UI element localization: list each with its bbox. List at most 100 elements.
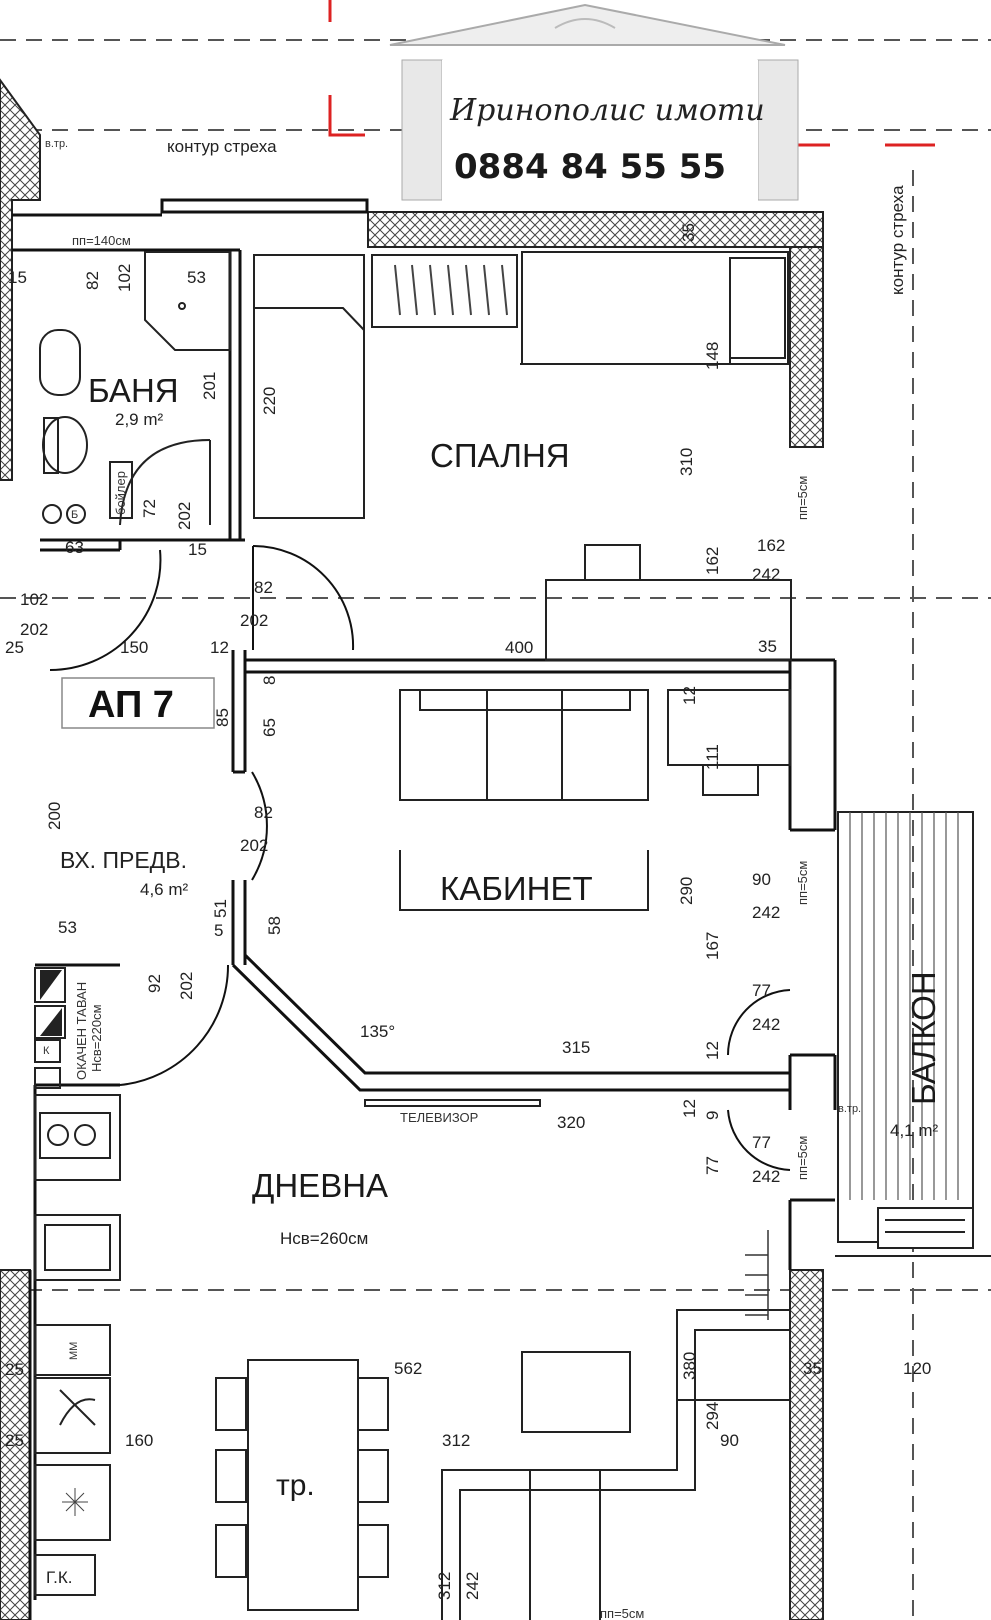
dimension: 310 xyxy=(677,448,696,476)
gas-boiler-label: Г.К. xyxy=(46,1568,72,1587)
room-bath: БАНЯ xyxy=(88,372,179,409)
dimension: 242 xyxy=(752,903,780,922)
dimension: 12 xyxy=(703,1041,722,1060)
dimension: 102 xyxy=(115,264,134,292)
dimension: 162 xyxy=(757,536,785,555)
dimension: 220 xyxy=(260,387,279,415)
sill-height-5-a: пп=5см xyxy=(795,476,810,520)
false-ceiling-height: Нсв=220см xyxy=(89,1004,104,1072)
tv-label: ТЕЛЕВИЗОР xyxy=(400,1110,478,1125)
dimension: 8 xyxy=(260,676,279,685)
dimension: 102 xyxy=(20,590,48,609)
dimension: 294 xyxy=(703,1402,722,1430)
dimension: 201 xyxy=(200,372,219,400)
room-entrance-area: 4,6 m² xyxy=(140,880,189,899)
kitchen-units xyxy=(34,967,121,1596)
dimension: 312 xyxy=(442,1431,470,1450)
apartment-tag: АП 7 xyxy=(61,677,215,729)
dimension: 242 xyxy=(752,565,780,584)
dimension: 63 xyxy=(65,538,84,557)
company-name: Иринополис имоти xyxy=(449,93,765,128)
dimension: 90 xyxy=(720,1431,739,1450)
company-phone: 0884 84 55 55 xyxy=(454,147,726,187)
dimension: 162 xyxy=(703,547,722,575)
dimension: 82 xyxy=(254,578,273,597)
dimension: 92 xyxy=(145,974,164,993)
dimension: 12 xyxy=(680,1099,699,1118)
roof-contour-label-right: контур стреха xyxy=(888,185,907,295)
sill-height-140: пп=140см xyxy=(72,233,131,248)
boiler-label: бойлер xyxy=(113,471,128,515)
dimension: 242 xyxy=(463,1572,482,1600)
dimension: 72 xyxy=(140,499,159,518)
balcony xyxy=(835,811,991,1257)
dimension: 150 xyxy=(120,638,148,657)
meter-b-label: Б xyxy=(71,509,78,521)
room-balcony: БАЛКОН xyxy=(905,971,942,1105)
washer-label: ММ xyxy=(68,1342,80,1360)
room-balcony-area: 4,1 m² xyxy=(890,1121,939,1140)
room-bath-area: 2,9 m² xyxy=(115,410,164,429)
dimension: 51 xyxy=(211,899,230,918)
sill-height-5-d: пп=5см xyxy=(600,1606,644,1620)
dimension: 77 xyxy=(752,981,771,1000)
living-furniture xyxy=(215,1099,790,1620)
dimension: 202 xyxy=(177,972,196,1000)
kitchen-markers xyxy=(40,970,62,1036)
dimension: 12 xyxy=(210,638,229,657)
bedroom-furniture xyxy=(253,251,792,661)
dimension: 380 xyxy=(680,1352,699,1380)
dimension: 148 xyxy=(703,342,722,370)
dimension: 202 xyxy=(240,836,268,855)
bath-fixtures xyxy=(39,251,231,526)
dimension: 82 xyxy=(83,271,102,290)
dimension: 160 xyxy=(125,1431,153,1450)
apartment-number: АП 7 xyxy=(88,684,174,726)
dimension: 35 xyxy=(803,1359,822,1378)
dimension: 111 xyxy=(703,744,722,770)
sill-height-5-b: пп=5см xyxy=(795,861,810,905)
room-bedroom: СПАЛНЯ xyxy=(430,437,570,474)
dimension: 53 xyxy=(58,918,77,937)
dimension: 202 xyxy=(240,611,268,630)
dimension: 25 xyxy=(5,638,24,657)
dimension: 58 xyxy=(265,916,284,935)
dimension: 5 xyxy=(214,921,223,940)
dimension: 167 xyxy=(703,932,722,960)
table-label: тр. xyxy=(276,1469,315,1502)
dimension: 562 xyxy=(394,1359,422,1378)
dimension: 35 xyxy=(679,223,698,242)
dimension: 25 xyxy=(5,1431,24,1450)
angle-label: 135° xyxy=(360,1022,395,1041)
false-ceiling-label: ОКАЧЕН ТАВАН xyxy=(74,982,89,1080)
dimension: 312 xyxy=(435,1572,454,1600)
dimension: 25 xyxy=(5,1360,24,1379)
dimension: 82 xyxy=(254,803,273,822)
dimension: 85 xyxy=(213,708,232,727)
dimension: 12 xyxy=(680,686,699,705)
dimension: 53 xyxy=(187,268,206,287)
vent-label-2: в.тр. xyxy=(838,1103,861,1115)
dimension: 15 xyxy=(188,540,207,559)
dimension: 90 xyxy=(752,870,771,889)
room-living-height: Нсв=260см xyxy=(280,1229,368,1248)
vent-label-1: в.тр. xyxy=(45,138,68,150)
dimension: 242 xyxy=(752,1167,780,1186)
dimension: 202 xyxy=(175,502,194,530)
dimension: 242 xyxy=(752,1015,780,1034)
dimension: 315 xyxy=(562,1038,590,1057)
dimension: 35 xyxy=(758,637,777,656)
dimension: 77 xyxy=(752,1133,771,1152)
sill-height-5-c: пп=5см xyxy=(795,1136,810,1180)
radiator-arrows xyxy=(745,1230,769,1320)
dimension: 65 xyxy=(260,718,279,737)
meter-k-label: К xyxy=(43,1045,50,1057)
dimension: 200 xyxy=(45,802,64,830)
dimensions: 15 82 102 53 201 72 202 63 15 220 148 31… xyxy=(5,223,931,1600)
dimension: 120 xyxy=(903,1359,931,1378)
dashed-axes xyxy=(0,39,991,1620)
doors xyxy=(49,545,791,1171)
room-entrance: ВХ. ПРЕДВ. xyxy=(60,847,187,873)
dimension: 15 xyxy=(8,268,27,287)
